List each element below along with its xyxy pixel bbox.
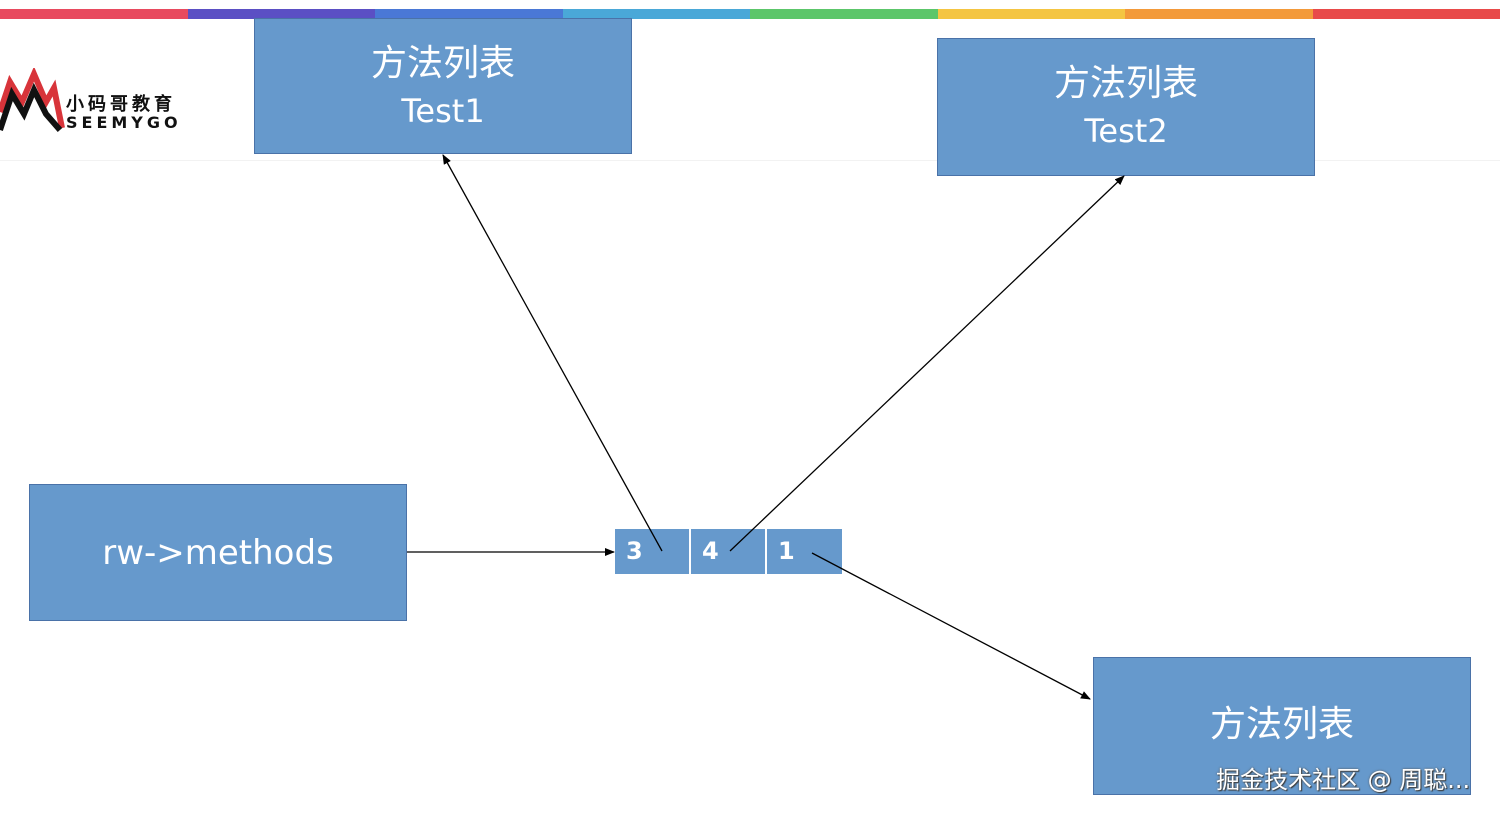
header-divider bbox=[0, 160, 1500, 161]
array-cell-1: 4 bbox=[691, 529, 765, 574]
array-cell-0: 3 bbox=[615, 529, 689, 574]
seemygo-logo: 小码哥教育 SEEMYGO bbox=[0, 68, 200, 134]
box-label: rw->methods bbox=[102, 533, 334, 573]
watermark: 掘金技术社区 @ 周聪... bbox=[1216, 766, 1471, 794]
arrow-cell1-to-test2 bbox=[729, 175, 1125, 552]
arrow-cell2-to-third bbox=[811, 552, 1091, 700]
logo-chinese-text: 小码哥教育 bbox=[66, 94, 176, 115]
box-title: 方法列表 bbox=[370, 43, 515, 84]
color-segment bbox=[187, 9, 375, 19]
rw-methods-box: rw->methods bbox=[29, 484, 407, 621]
logo-m-icon bbox=[0, 68, 65, 132]
color-segment bbox=[937, 9, 1125, 19]
box-subtitle: Test2 bbox=[1084, 112, 1168, 150]
logo-english-text: SEEMYGO bbox=[66, 113, 182, 132]
color-segment bbox=[1125, 9, 1313, 19]
box-title: 方法列表 bbox=[1053, 63, 1198, 104]
color-segment bbox=[750, 9, 938, 19]
color-segment bbox=[0, 9, 188, 19]
color-segment bbox=[375, 9, 563, 19]
box-subtitle: Test1 bbox=[401, 92, 485, 130]
box-title: 方法列表 bbox=[1209, 704, 1354, 745]
top-color-bar bbox=[0, 9, 1500, 19]
array-cell-2: 1 bbox=[767, 529, 842, 574]
color-segment bbox=[1312, 9, 1500, 19]
color-segment bbox=[562, 9, 750, 19]
arrow-cell0-to-test1 bbox=[442, 154, 663, 552]
method-list-test1-box: 方法列表 Test1 bbox=[254, 18, 632, 154]
method-list-third-box: 方法列表 bbox=[1093, 657, 1471, 795]
method-list-test2-box: 方法列表 Test2 bbox=[937, 38, 1315, 176]
